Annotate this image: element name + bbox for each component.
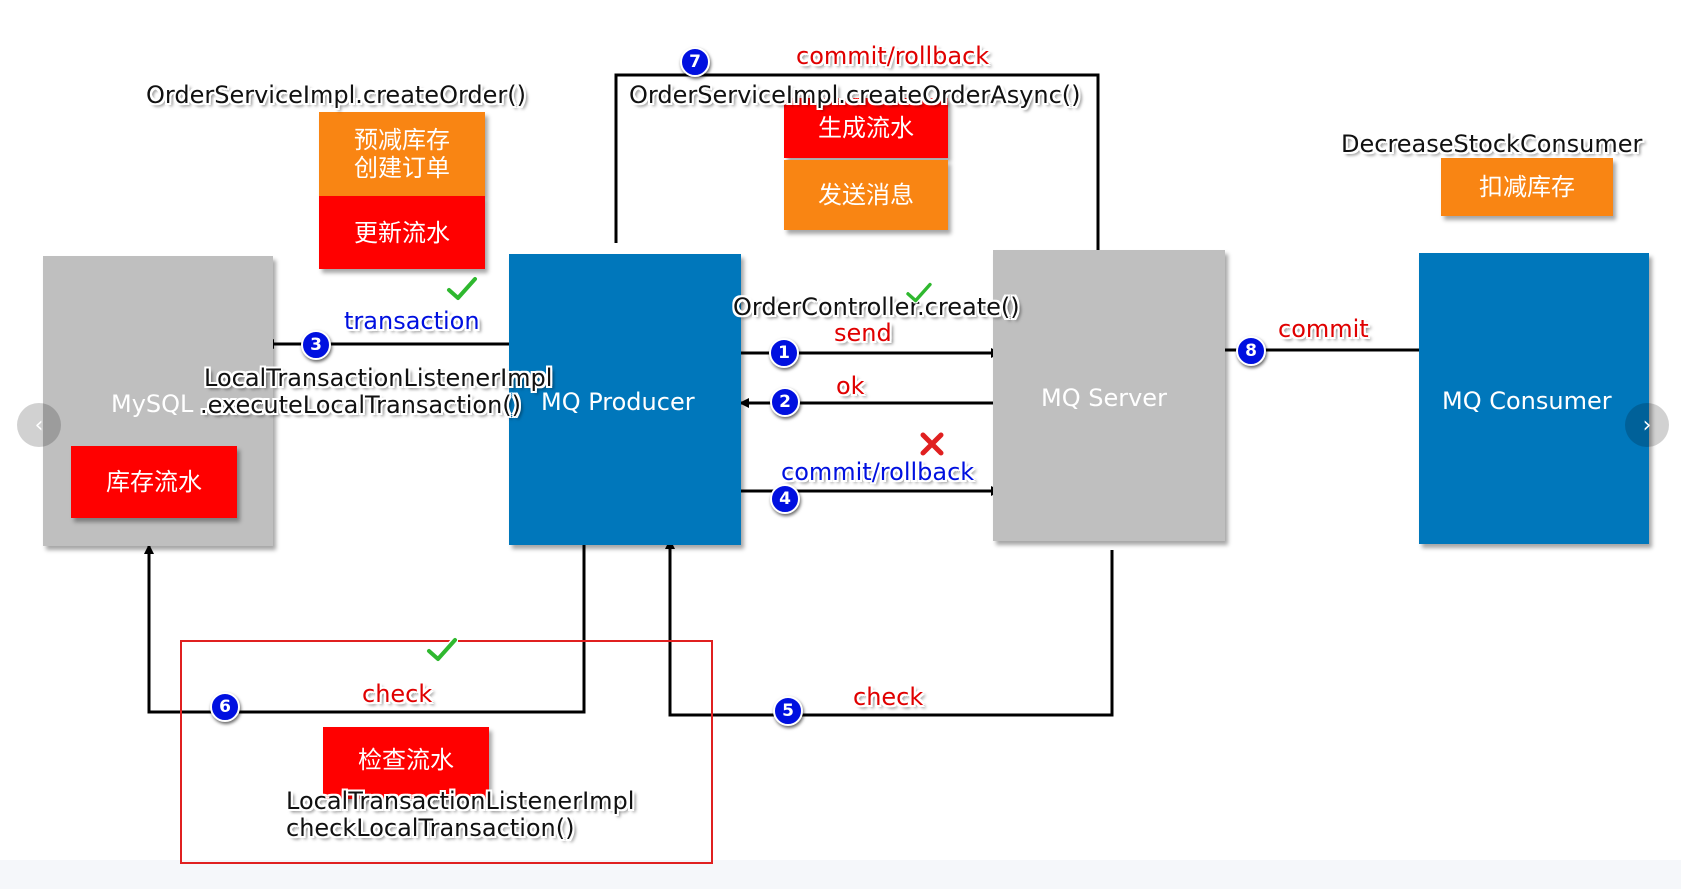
step-badge-3: 3	[301, 330, 331, 360]
order-controller-create-label: OrderController.create()	[733, 293, 1020, 321]
check-mark-icon	[426, 637, 458, 663]
mq-producer-label: MQ Producer	[541, 388, 695, 416]
deduct-stock-text: 扣减库存	[1479, 173, 1575, 201]
create-order-label: OrderServiceImpl.createOrder()	[146, 81, 527, 109]
check-flow-box: 检查流水	[323, 727, 489, 799]
next-slide-button[interactable]: ›	[1625, 403, 1669, 447]
stock-flow-box: 库存流水	[71, 446, 237, 518]
step-badge-6: 6	[210, 692, 240, 722]
listener-check-label-1: LocalTransactionListenerImpl	[286, 787, 635, 815]
step-badge-5: 5	[773, 696, 803, 726]
step-badge-2: 2	[770, 387, 800, 417]
cross-icon	[918, 430, 946, 458]
diagram-canvas: MySQL MQ Producer MQ Server MQ Consumer …	[17, 42, 1669, 864]
deduct-stock-box: 扣减库存	[1441, 158, 1613, 216]
order-tasks-text: 预减库存 创建订单	[354, 126, 450, 182]
commit-rollback-top-label: commit/rollback	[796, 42, 990, 70]
send-message-text: 发送消息	[818, 181, 914, 209]
mq-server-node: MQ Server	[993, 250, 1225, 541]
generate-flow-box: 生成流水	[784, 98, 948, 158]
update-flow-box: 更新流水	[319, 196, 485, 269]
ok-label: ok	[836, 372, 865, 400]
check-flow-text: 检查流水	[358, 746, 454, 774]
mq-producer-node: MQ Producer	[509, 254, 741, 545]
send-message-box: 发送消息	[784, 160, 948, 230]
check-mark-icon	[905, 282, 933, 304]
mq-consumer-label: MQ Consumer	[1442, 387, 1612, 415]
create-order-async-label: OrderServiceImpl.createOrderAsync()	[629, 81, 1081, 109]
mq-server-label: MQ Server	[1041, 384, 1167, 412]
commit-rollback-mid-label: commit/rollback	[781, 458, 975, 486]
check-right-label: check	[853, 683, 924, 711]
generate-flow-text: 生成流水	[818, 114, 914, 142]
transaction-label: transaction	[344, 307, 480, 335]
order-tasks-box: 预减库存 创建订单	[319, 112, 485, 196]
step-badge-7: 7	[680, 47, 710, 77]
stock-flow-text: 库存流水	[106, 468, 202, 496]
send-label: send	[834, 319, 892, 347]
arrow-6	[144, 544, 586, 714]
step-badge-1: 1	[769, 338, 799, 368]
listener-check-label-2: checkLocalTransaction()	[286, 814, 575, 842]
mysql-label: MySQL	[111, 390, 194, 418]
listener-exec-label-2: .executeLocalTransaction()	[200, 391, 522, 419]
check-mark-icon	[446, 276, 478, 302]
mq-consumer-node: MQ Consumer	[1419, 253, 1649, 544]
arrow-7	[614, 73, 1103, 263]
prev-slide-button[interactable]: ‹	[17, 403, 61, 447]
listener-exec-label-1: LocalTransactionListenerImpl	[204, 364, 553, 392]
arrow-5	[665, 539, 1114, 717]
check-left-label: check	[362, 680, 433, 708]
step-badge-4: 4	[770, 484, 800, 514]
update-flow-text: 更新流水	[354, 218, 450, 247]
commit-label: commit	[1278, 315, 1369, 343]
step-badge-8: 8	[1236, 336, 1266, 366]
check-highlight-frame	[180, 640, 713, 864]
decrease-stock-consumer-label: DecreaseStockConsumer	[1341, 130, 1643, 158]
